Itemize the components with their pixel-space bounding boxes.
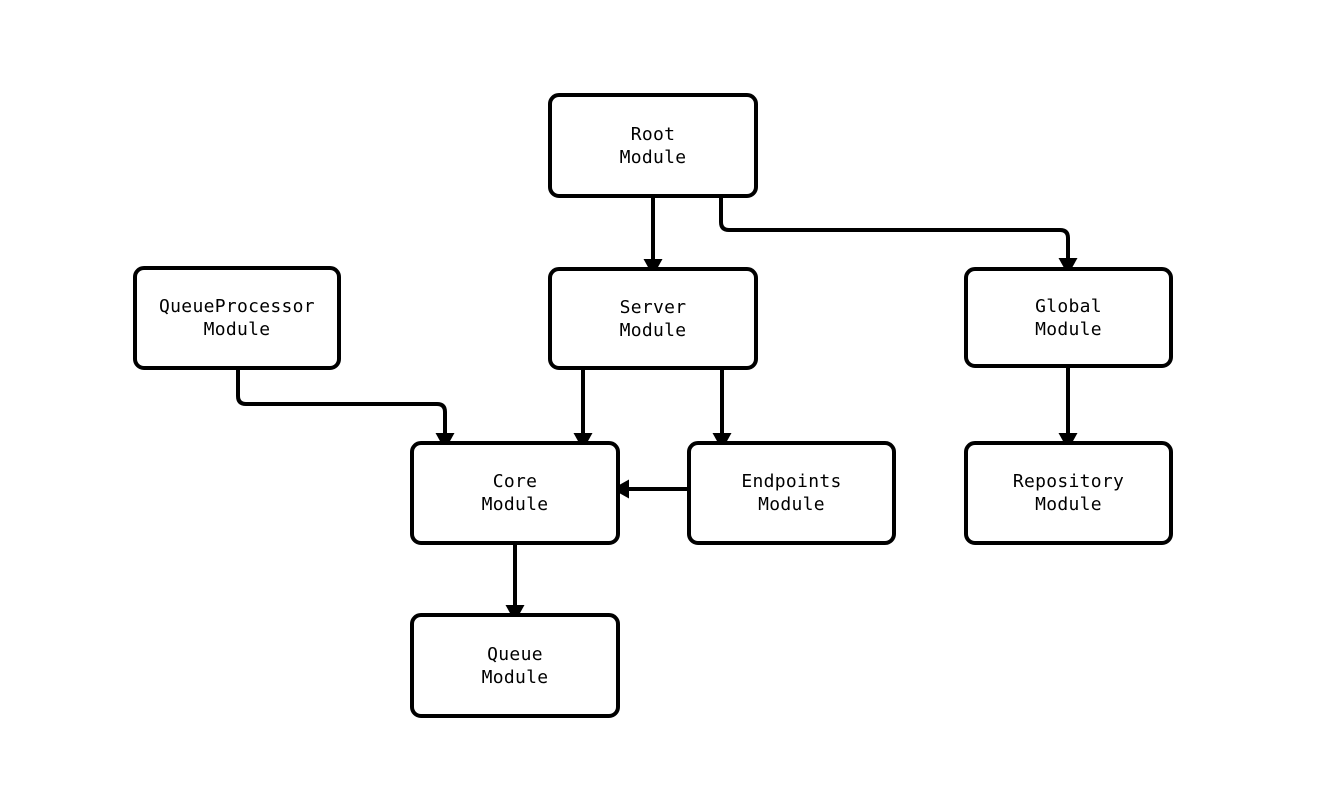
node-label-suffix: Module <box>481 494 549 515</box>
edge-server-core <box>573 370 593 450</box>
node-label-name: Root <box>630 123 676 145</box>
node-label-suffix: Module <box>481 666 549 688</box>
node-label-name: Endpoints <box>741 471 842 492</box>
node-label-name: Server <box>619 296 687 318</box>
node-label-suffix: Module <box>203 319 271 340</box>
edge-root-global <box>719 198 1078 275</box>
node-label-suffix: Module <box>1035 494 1102 515</box>
edge-root-server <box>643 198 663 276</box>
node-label-name: Global <box>1035 295 1102 317</box>
node-label-suffix: Module <box>758 494 825 515</box>
edge-core-queue <box>505 545 525 622</box>
node-label-suffix: Module <box>1035 318 1102 340</box>
node-label-suffix: Module <box>619 146 687 168</box>
edge-server-endpoints <box>712 370 732 450</box>
edge-queueprocessor-core <box>236 370 455 450</box>
node-label-name: Core <box>492 471 538 492</box>
node-label-name: QueueProcessor <box>159 296 315 317</box>
edge-endpoints-core <box>612 479 687 499</box>
node-label-name: Repository <box>1012 471 1125 492</box>
node-label-name: Queue <box>487 643 543 665</box>
node-label-suffix: Module <box>619 319 687 341</box>
edge-global-repository <box>1058 368 1078 450</box>
